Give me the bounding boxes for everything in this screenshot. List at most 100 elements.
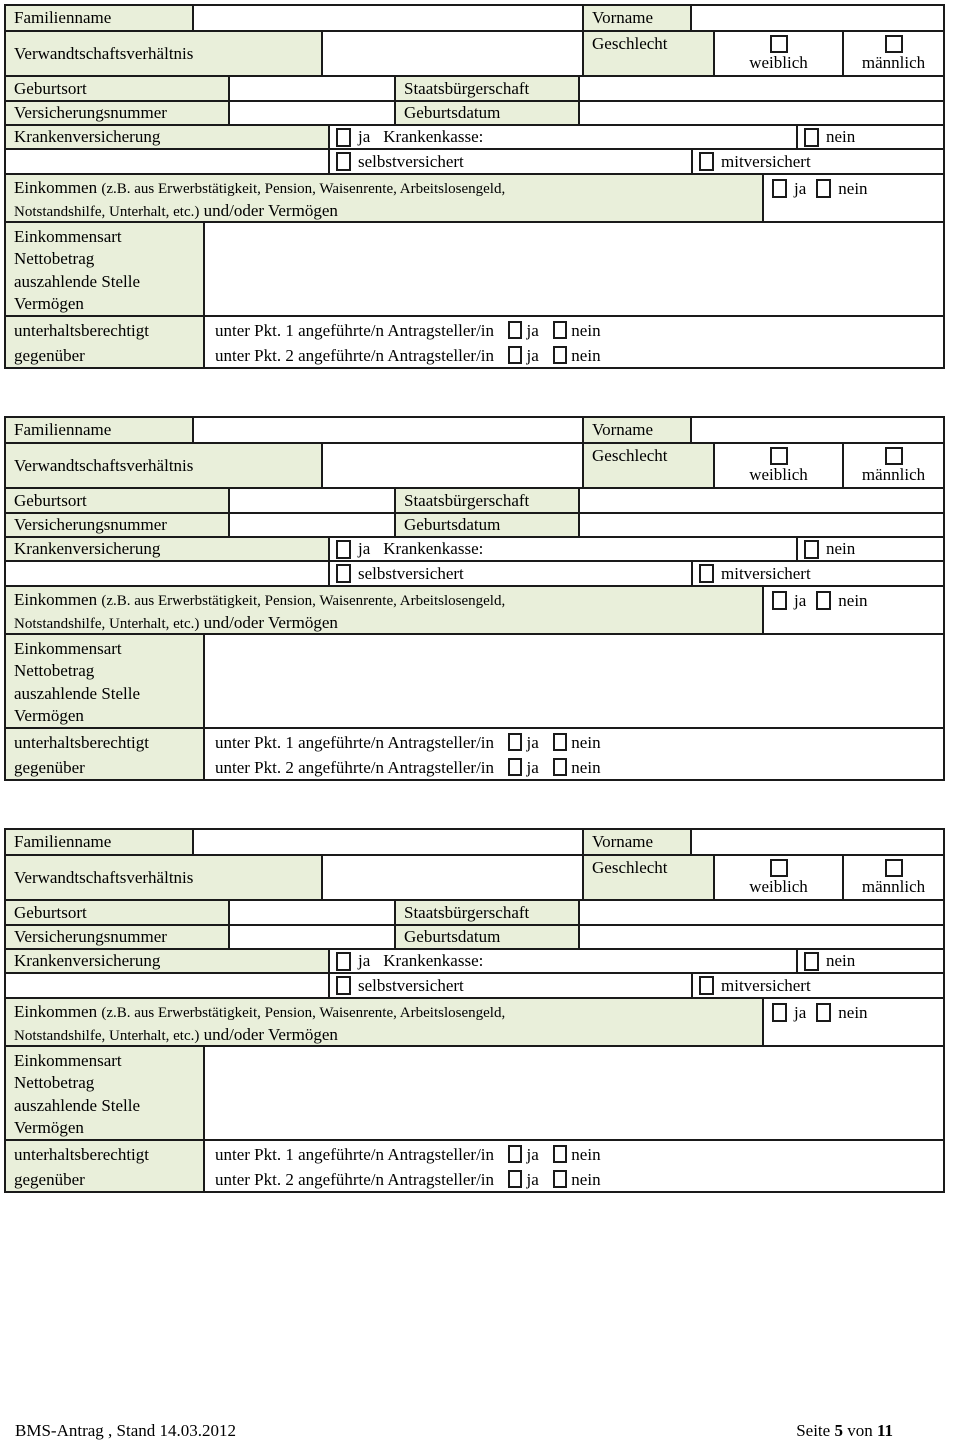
einkommen-ja-checkbox[interactable] (772, 1003, 787, 1022)
versicherungsnummer-input[interactable] (230, 514, 396, 536)
pkt1-ja-checkbox[interactable] (508, 733, 523, 751)
krankenversicherung-nein-checkbox[interactable] (804, 951, 819, 971)
unterhaltsberechtigt-options: unter Pkt. 1 angeführte/n Antragsteller/… (205, 317, 943, 367)
label-vorname: Vorname (584, 830, 692, 854)
mitversichert-checkbox[interactable] (699, 976, 714, 995)
einkommen-nein-checkbox[interactable] (816, 179, 832, 198)
krankenversicherung-ja-checkbox[interactable] (336, 127, 351, 147)
pkt2-label: unter Pkt. 2 angeführte/n Antragsteller/… (215, 758, 495, 777)
versicherungsnummer-input[interactable] (230, 926, 396, 948)
geschlecht-weiblich-option: weiblich (715, 32, 844, 75)
verwandtschaftsverhaeltnis-input[interactable] (323, 32, 584, 75)
familienname-input[interactable] (194, 418, 584, 442)
einkommen-nein-checkbox[interactable] (816, 1003, 832, 1022)
pkt1-ja-checkbox[interactable] (508, 1145, 523, 1163)
einkommen-line2: Notstandshilfe, Unterhalt, etc.) und/ode… (14, 201, 338, 220)
pkt1-label: unter Pkt. 1 angeführte/n Antragsteller/… (215, 321, 495, 340)
pkt2-nein-checkbox[interactable] (553, 346, 568, 364)
verwandtschaftsverhaeltnis-input[interactable] (323, 856, 584, 899)
row-insurancenumber-birthdate: Versicherungsnummer Geburtsdatum (6, 924, 943, 948)
pkt2-ja-checkbox[interactable] (508, 346, 523, 364)
vorname-input[interactable] (692, 830, 943, 854)
einkommen-ja-checkbox[interactable] (772, 591, 787, 610)
geburtsort-input[interactable] (230, 77, 396, 100)
row-versichert-art: selbstversichert mitversichert (6, 148, 943, 173)
geburtsort-input[interactable] (230, 489, 396, 512)
label-geschlecht: Geschlecht (584, 444, 715, 487)
weiblich-checkbox[interactable] (769, 447, 788, 465)
label-einkommen: Einkommen (z.B. aus Erwerbstätigkeit, Pe… (6, 587, 764, 633)
staatsbuergerschaft-input[interactable] (580, 77, 943, 100)
geburtsdatum-input[interactable] (580, 102, 943, 124)
label-staatsbuergerschaft: Staatsbürgerschaft (396, 901, 580, 924)
geburtsdatum-input[interactable] (580, 514, 943, 536)
einkommen-details-input[interactable] (205, 635, 943, 727)
pkt1-ja-checkbox[interactable] (508, 321, 523, 339)
maennlich-checkbox[interactable] (884, 859, 903, 877)
row-relationship-gender: Verwandtschaftsverhältnis Geschlecht wei… (6, 30, 943, 75)
vorname-input[interactable] (692, 6, 943, 30)
mitversichert-checkbox[interactable] (699, 152, 714, 171)
einkommen-details-input[interactable] (205, 1047, 943, 1139)
krankenversicherung-nein-cell: nein (798, 126, 943, 148)
krankenversicherung-nein-checkbox[interactable] (804, 127, 819, 147)
maennlich-label: männlich (861, 53, 926, 72)
staatsbuergerschaft-input[interactable] (580, 901, 943, 924)
krankenversicherung-ja-checkbox[interactable] (336, 539, 351, 559)
krankenversicherung-nein-checkbox[interactable] (804, 539, 819, 559)
krankenversicherung-ja-label: ja (358, 127, 371, 146)
selbstversichert-checkbox[interactable] (336, 976, 351, 995)
einkommen-ja-label: ja (794, 1003, 807, 1022)
krankenkasse-label: Krankenkasse: (383, 539, 484, 558)
versicherungsnummer-input[interactable] (230, 102, 396, 124)
einkommen-nein-checkbox[interactable] (816, 591, 832, 610)
label-verwandtschaftsverhaeltnis: Verwandtschaftsverhältnis (6, 444, 323, 487)
footer-document-info: BMS-Antrag , Stand 14.03.2012 (15, 1421, 236, 1440)
pkt2-label: unter Pkt. 2 angeführte/n Antragsteller/… (215, 1170, 495, 1189)
pkt2-ja-checkbox[interactable] (508, 758, 523, 776)
selbstversichert-cell: selbstversichert (330, 150, 693, 173)
maennlich-checkbox[interactable] (884, 447, 903, 465)
label-einkommen: Einkommen (z.B. aus Erwerbstätigkeit, Pe… (6, 175, 764, 221)
verwandtschaftsverhaeltnis-input[interactable] (323, 444, 584, 487)
einkommen-janein-cell: ja nein (764, 587, 943, 633)
krankenversicherung-nein-label: nein (826, 951, 856, 970)
familienname-input[interactable] (194, 830, 584, 854)
pkt2-ja-label: ja (526, 1170, 539, 1189)
selbstversichert-checkbox[interactable] (336, 152, 351, 171)
label-geburtsdatum: Geburtsdatum (396, 514, 580, 536)
einkommen-ja-checkbox[interactable] (772, 179, 787, 198)
row-versichert-art: selbstversichert mitversichert (6, 560, 943, 585)
weiblich-checkbox[interactable] (769, 35, 788, 53)
pkt1-nein-checkbox[interactable] (553, 1145, 568, 1163)
geschlecht-maennlich-option: männlich (844, 444, 943, 487)
vorname-input[interactable] (692, 418, 943, 442)
maennlich-label: männlich (861, 877, 926, 896)
person-block-2: Familienname Vorname Verwandtschaftsverh… (4, 416, 945, 781)
label-unterhaltsberechtigt: unterhaltsberechtigt (14, 1145, 150, 1164)
pkt1-nein-checkbox[interactable] (553, 321, 568, 339)
pkt2-nein-checkbox[interactable] (553, 1170, 568, 1188)
geburtsort-input[interactable] (230, 901, 396, 924)
mitversichert-checkbox[interactable] (699, 564, 714, 583)
empty-cell (6, 974, 330, 997)
label-vorname: Vorname (584, 6, 692, 30)
pkt1-nein-checkbox[interactable] (553, 733, 568, 751)
familienname-input[interactable] (194, 6, 584, 30)
staatsbuergerschaft-input[interactable] (580, 489, 943, 512)
maennlich-checkbox[interactable] (884, 35, 903, 53)
pkt2-nein-checkbox[interactable] (553, 758, 568, 776)
weiblich-checkbox[interactable] (769, 859, 788, 877)
krankenversicherung-nein-cell: nein (798, 950, 943, 972)
einkommen-details-input[interactable] (205, 223, 943, 315)
selbstversichert-checkbox[interactable] (336, 564, 351, 583)
krankenversicherung-ja-checkbox[interactable] (336, 951, 351, 971)
krankenkasse-input[interactable] (483, 538, 796, 560)
geburtsdatum-input[interactable] (580, 926, 943, 948)
weiblich-label: weiblich (749, 877, 808, 896)
krankenkasse-input[interactable] (483, 950, 796, 972)
pkt2-ja-checkbox[interactable] (508, 1170, 523, 1188)
krankenkasse-input[interactable] (483, 126, 796, 148)
row-einkommensart: Einkommensart Nettobetrag auszahlende St… (6, 221, 943, 315)
label-familienname: Familienname (6, 6, 194, 30)
